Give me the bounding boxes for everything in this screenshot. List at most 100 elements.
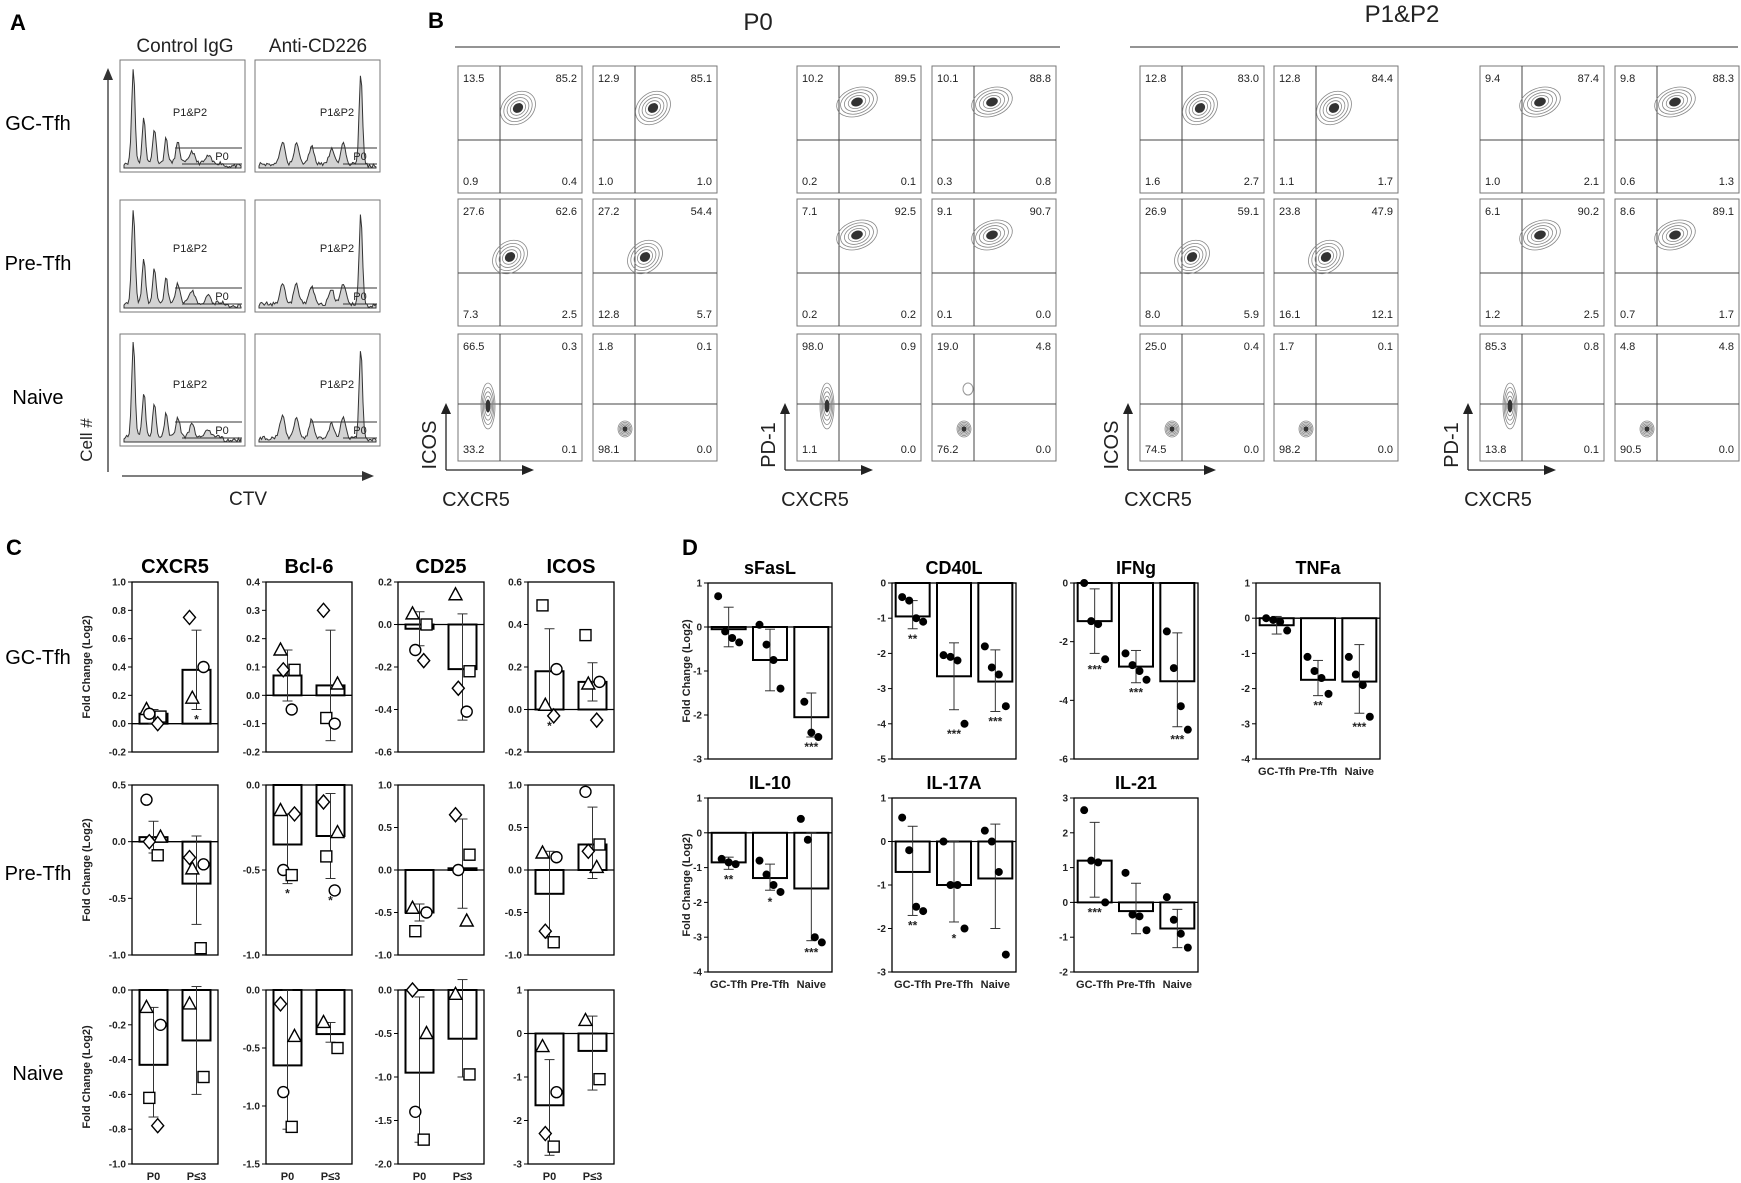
y-tick-label: -1: [877, 614, 886, 625]
data-point: [184, 689, 200, 704]
data-point: [277, 1085, 290, 1099]
data-point: [447, 586, 464, 601]
contour-ring: [1302, 424, 1310, 434]
quad-ul: 13.5: [463, 73, 484, 85]
subplot-title: IFNg: [1116, 558, 1156, 578]
a-xlabel: CTV: [229, 489, 267, 510]
x-tick-label: GC-Tfh: [1258, 766, 1296, 778]
b-ylabel: ICOS: [1101, 421, 1123, 470]
contour-ring: [822, 391, 833, 421]
contour-ring: [1188, 97, 1212, 119]
bar-subplot: -6-4-20*********IFNg: [1059, 558, 1199, 766]
y-tick-label: -2: [1241, 684, 1250, 695]
y-tick-label: -0.5: [505, 908, 523, 919]
b-ylabel: PD-1: [1441, 422, 1463, 468]
d-ylabel: Fold Change (Log2): [681, 619, 693, 723]
y-tick-label: 0.3: [246, 606, 260, 617]
y-tick-label: -2: [1059, 968, 1068, 979]
x-tick-label: P≤3: [453, 1171, 473, 1183]
data-point: [1303, 652, 1312, 661]
data-point: [939, 837, 948, 846]
contour-core: [485, 399, 491, 413]
y-tick-label: 0.8: [112, 606, 126, 617]
quad-ll: 1.1: [1279, 176, 1294, 188]
quad-ul: 9.4: [1485, 73, 1500, 85]
data-point: [898, 593, 907, 602]
plot-frame: [1273, 333, 1399, 462]
quad-ur: 0.3: [562, 341, 577, 353]
plot-frame: [131, 784, 219, 956]
y-tick-label: 0.6: [112, 634, 126, 645]
contour-ring: [1326, 100, 1342, 116]
b-xlabel: CXCR5: [1464, 489, 1532, 511]
contour-core: [1669, 230, 1681, 240]
y-tick-label: -4: [1241, 755, 1250, 766]
y-tick-label: -3: [693, 933, 702, 944]
x-tick-label: P0: [147, 1171, 160, 1183]
quad-ur: 90.2: [1578, 206, 1599, 218]
quad-lr: 0.2: [901, 309, 916, 321]
quad-ur: 0.9: [901, 341, 916, 353]
y-tick-label: 1: [880, 794, 886, 805]
bar-subplot: -1.0-0.50.0**: [243, 781, 353, 962]
contour-core: [1534, 97, 1546, 107]
data-point: [404, 899, 421, 914]
data-point: [946, 881, 955, 890]
bar-subplot: -0.20.00.20.40.60.81.0*CXCR5: [109, 556, 219, 759]
quad-ur: 47.9: [1372, 206, 1393, 218]
sig-marker: *: [194, 713, 199, 727]
data-point: [1176, 702, 1185, 711]
contour-ring: [1182, 90, 1218, 126]
data-point: [1169, 664, 1178, 673]
x-tick-label: P0: [413, 1171, 426, 1183]
data-point: [463, 1068, 476, 1081]
quad-lr: 1.3: [1719, 176, 1734, 188]
subplot-title: CXCR5: [141, 556, 209, 578]
quad-ll: 13.8: [1485, 444, 1506, 456]
x-tick-label: Pre-Tfh: [1299, 766, 1338, 778]
data-point: [418, 1025, 435, 1040]
data-point: [197, 660, 210, 674]
y-tick-label: -3: [1241, 719, 1250, 730]
contour-ring: [1174, 239, 1210, 275]
y-tick-label: -2: [693, 711, 702, 722]
sig-marker: ***: [1088, 905, 1102, 919]
data-point: [980, 826, 989, 835]
y-tick-label: -1.0: [243, 951, 261, 962]
x-tick-label: P0: [543, 1171, 556, 1183]
quad-ll: 0.2: [802, 309, 817, 321]
y-tick-label: -0.2: [109, 748, 127, 759]
y-tick-label: -1.0: [109, 1160, 127, 1171]
data-point: [776, 887, 785, 896]
contour-ring: [975, 89, 1009, 115]
quad-ur: 84.4: [1372, 73, 1393, 85]
data-point: [987, 663, 996, 672]
data-point: [328, 717, 341, 730]
plot-frame: [1614, 65, 1740, 194]
x-tick-label: Naive: [981, 979, 1010, 991]
quad-ul: 12.8: [1279, 73, 1300, 85]
data-point: [404, 605, 421, 620]
data-point: [755, 856, 764, 865]
data-point: [184, 860, 200, 875]
plot-frame: [796, 198, 922, 327]
quad-ul: 23.8: [1279, 206, 1300, 218]
bar-subplot: -3-2-101***sFasL: [693, 558, 833, 766]
data-point: [1317, 674, 1326, 683]
quad-ll: 1.2: [1485, 309, 1500, 321]
data-point: [1269, 615, 1278, 624]
contour-ring: [492, 239, 528, 275]
data-point: [1001, 702, 1010, 711]
gate-label-p0: P0: [215, 425, 228, 437]
plot-frame: [592, 198, 718, 327]
data-point: [762, 640, 771, 649]
sig-marker: ***: [1129, 686, 1143, 700]
contour-ring: [1165, 421, 1179, 436]
contour-ring: [480, 382, 496, 430]
data-point: [197, 1070, 210, 1084]
y-tick-label: 2: [1062, 828, 1068, 839]
